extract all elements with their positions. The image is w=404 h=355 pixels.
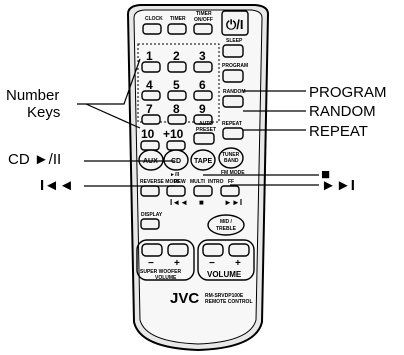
- mid-treble-button[interactable]: [207, 214, 245, 236]
- model-label: RM-SRVDP100E: [205, 293, 244, 299]
- super-woofer-plus-button[interactable]: [167, 243, 189, 257]
- stop-callout: ■: [321, 166, 330, 183]
- volume-minus-button[interactable]: [202, 243, 224, 257]
- display-button[interactable]: [140, 218, 160, 230]
- aux-button[interactable]: [138, 149, 164, 171]
- timer-onoff-label-2: ON/OFF: [194, 17, 213, 23]
- key-10-label: 10: [141, 127, 155, 141]
- key-1-button[interactable]: [141, 61, 161, 73]
- display-label: DISPLAY: [141, 212, 163, 218]
- sleep-label: SLEEP: [226, 38, 243, 44]
- repeat-key-label: REPEAT: [222, 121, 242, 127]
- sleep-button[interactable]: [222, 44, 244, 58]
- cd-button[interactable]: [163, 149, 189, 171]
- cd-play-pause-icon: ►/II: [170, 172, 180, 178]
- key-6-button[interactable]: [193, 90, 213, 101]
- tuner-label: TUNER: [222, 152, 240, 158]
- random-key-label: RANDOM: [223, 89, 246, 95]
- key-6-label: 6: [199, 78, 206, 92]
- timer-onoff-button[interactable]: [193, 23, 213, 35]
- key-9-button[interactable]: [193, 114, 213, 125]
- key-3-button[interactable]: [193, 61, 213, 73]
- number-keys-region: [137, 43, 220, 123]
- tape-button[interactable]: [190, 149, 216, 171]
- volume-plus-label: +: [235, 258, 241, 269]
- super-woofer-panel: [136, 239, 195, 281]
- key-8-button[interactable]: [167, 114, 187, 125]
- timer-onoff-label-1: TIMER: [196, 11, 212, 17]
- auto-preset-label-1: AUTO: [199, 121, 213, 127]
- number-keys-label-line2: Keys: [27, 104, 60, 121]
- multi-label: MULTI: [190, 179, 206, 185]
- key-plus10-button[interactable]: [166, 140, 186, 151]
- mid-label: MID /: [220, 219, 233, 225]
- program-button[interactable]: [222, 69, 244, 83]
- timer-label: TIMER: [170, 16, 186, 22]
- jvc-logo: JVC: [170, 290, 199, 307]
- ff-button[interactable]: [220, 185, 240, 197]
- random-button[interactable]: [222, 95, 244, 108]
- cd-play-pause-callout: CD ►/II: [8, 151, 61, 168]
- ff-label: FF: [228, 179, 234, 185]
- clock-button[interactable]: [142, 23, 162, 35]
- prev-callout: I◄◄: [40, 177, 74, 194]
- cd-label: CD: [171, 158, 181, 165]
- volume-minus-label: −: [209, 258, 215, 269]
- number-keys-pointer-top: [77, 58, 141, 105]
- repeat-callout: REPEAT: [309, 123, 368, 140]
- prev-icon: I◄◄: [170, 198, 188, 207]
- stop-icon: ■: [199, 198, 204, 207]
- key-1-label: 1: [146, 49, 153, 63]
- auto-preset-label-2: PRESET: [196, 127, 216, 133]
- key-7-button[interactable]: [141, 114, 161, 125]
- tuner-band-button[interactable]: [218, 147, 244, 169]
- key-plus10-label: +10: [163, 127, 184, 141]
- key-2-label: 2: [173, 49, 180, 63]
- super-woofer-label-2: VOLUME: [155, 275, 177, 281]
- key-2-button[interactable]: [167, 61, 187, 73]
- auto-preset-button[interactable]: [193, 132, 215, 145]
- next-callout: ►►I: [321, 177, 355, 194]
- key-4-label: 4: [146, 78, 153, 92]
- stop-button[interactable]: [193, 185, 213, 197]
- super-woofer-plus-label: +: [174, 258, 180, 269]
- rew-button[interactable]: [166, 185, 186, 197]
- remote-control-label: REMOTE CONTROL: [205, 299, 253, 305]
- super-woofer-minus-label: −: [148, 258, 154, 269]
- key-7-label: 7: [146, 102, 153, 116]
- power-icon: ⏻/I: [226, 17, 244, 32]
- next-icon: ►►I: [224, 198, 242, 207]
- volume-panel: [197, 239, 255, 281]
- key-10-button[interactable]: [140, 140, 160, 151]
- fm-mode-label: FM MODE: [221, 170, 245, 176]
- key-5-button[interactable]: [167, 90, 187, 101]
- repeat-button[interactable]: [222, 127, 244, 140]
- key-5-label: 5: [173, 78, 180, 92]
- key-4-button[interactable]: [141, 90, 161, 101]
- remote-inner-edge: [133, 9, 263, 345]
- power-button[interactable]: [221, 10, 249, 36]
- program-key-label: PROGRAM: [222, 63, 248, 69]
- random-callout: RANDOM: [309, 103, 376, 120]
- reverse-mode-label: REVERSE MODE: [140, 179, 181, 185]
- timer-button[interactable]: [167, 23, 187, 35]
- intro-label: INTRO: [208, 179, 224, 185]
- key-9-label: 9: [199, 102, 206, 116]
- reverse-mode-button[interactable]: [140, 185, 160, 197]
- band-label: BAND: [224, 158, 239, 164]
- number-keys-pointer-bottom: [85, 103, 141, 129]
- number-keys-label-line1: Number: [6, 87, 59, 104]
- rew-label: REW: [174, 179, 186, 185]
- key-3-label: 3: [199, 49, 206, 63]
- clock-label: CLOCK: [145, 16, 163, 22]
- key-8-label: 8: [173, 102, 180, 116]
- super-woofer-minus-button[interactable]: [141, 243, 163, 257]
- volume-plus-button[interactable]: [228, 243, 250, 257]
- super-woofer-label-1: SUPER WOOFER: [140, 269, 182, 275]
- program-callout: PROGRAM: [309, 84, 387, 101]
- treble-label: TREBLE: [216, 226, 237, 232]
- volume-label: VOLUME: [207, 270, 242, 279]
- tape-label: TAPE: [194, 158, 212, 165]
